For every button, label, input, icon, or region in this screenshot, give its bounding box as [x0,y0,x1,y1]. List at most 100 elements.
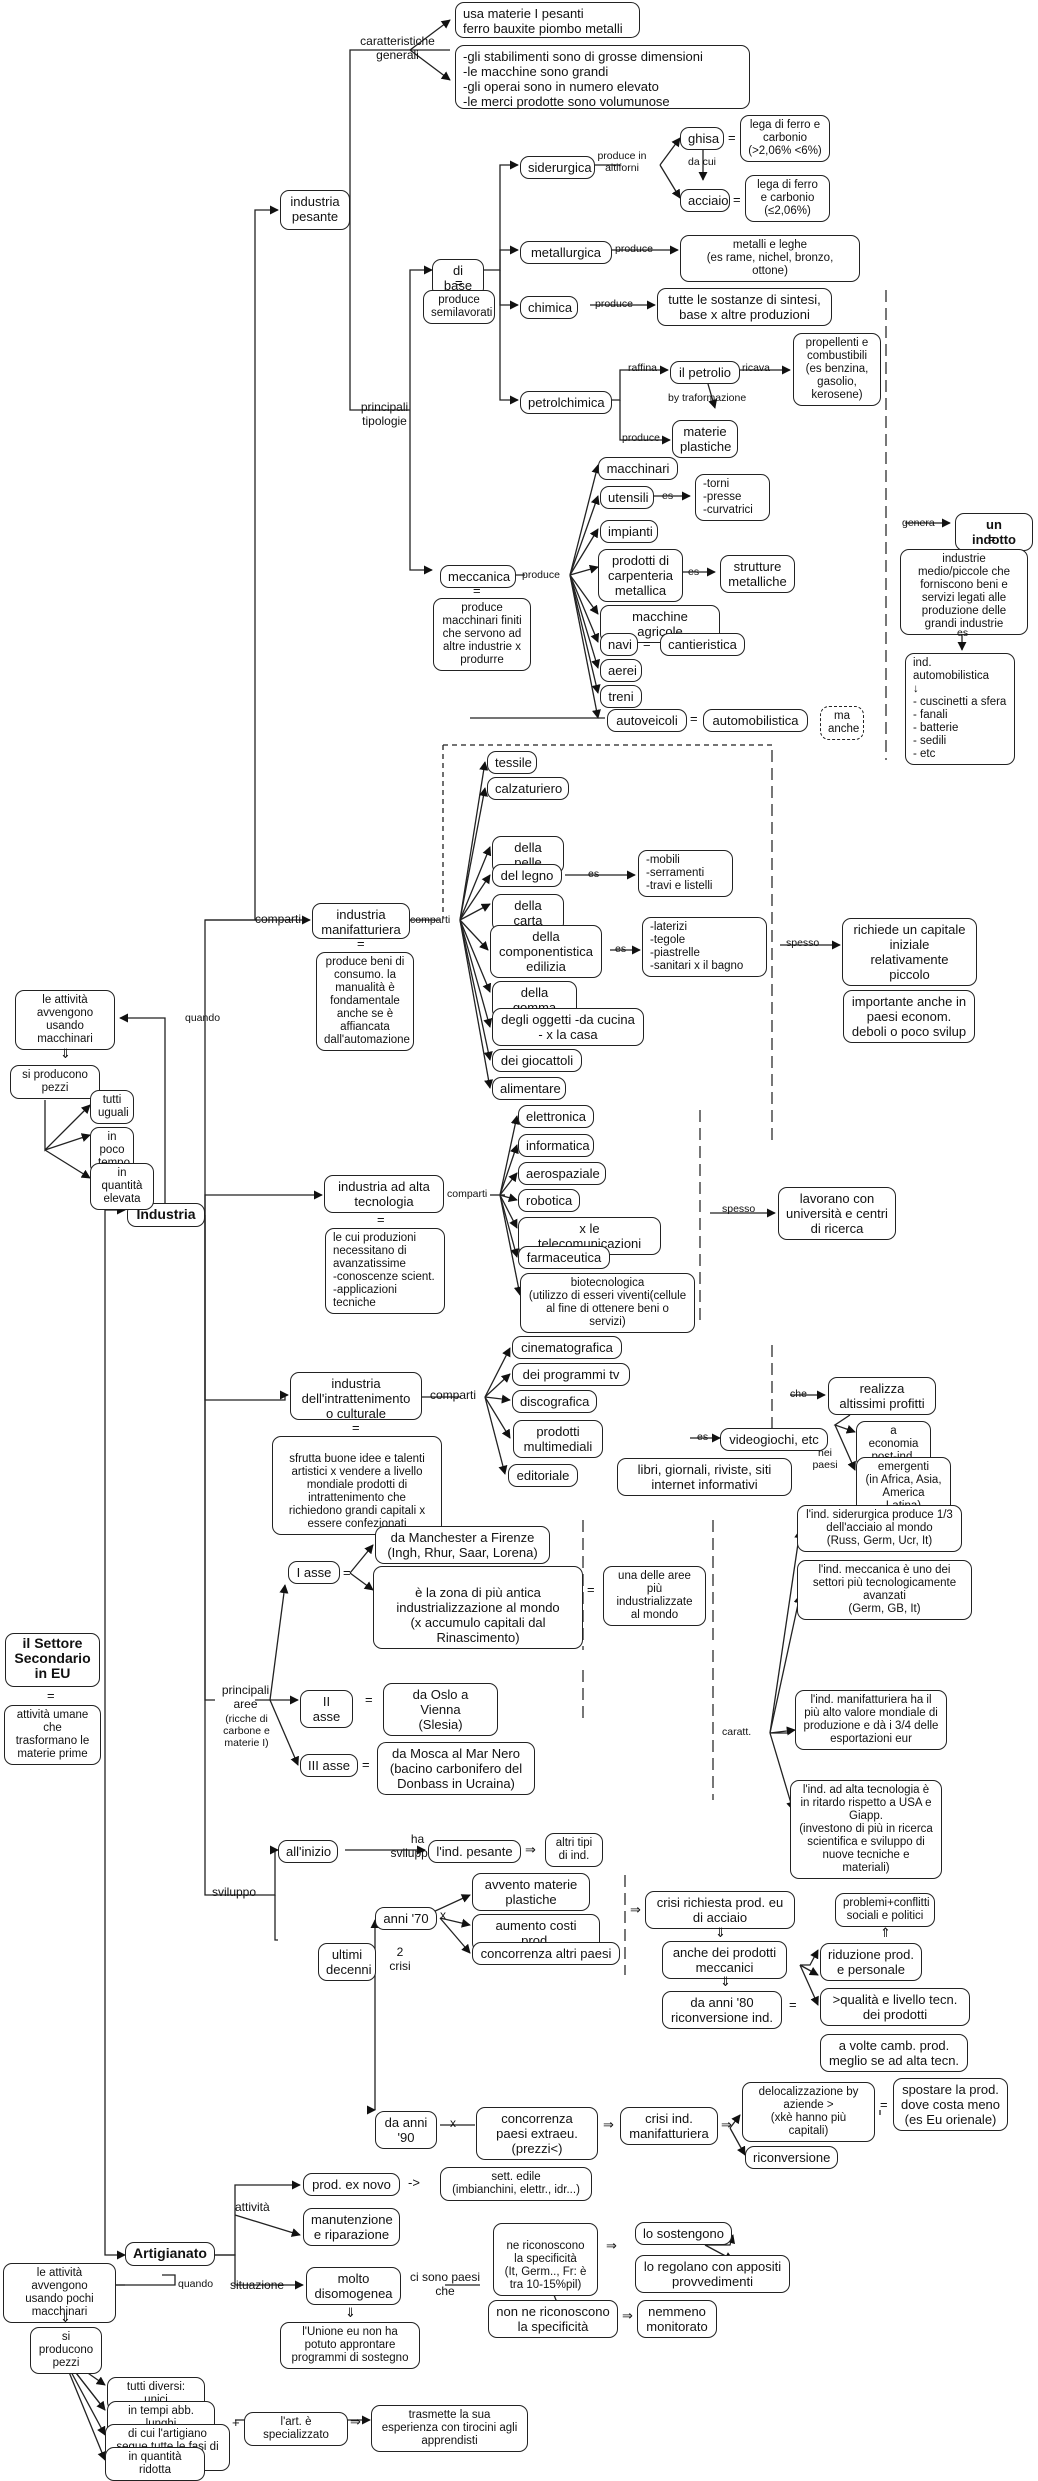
edilizia-node[interactable]: della componentistica edilizia [490,925,602,978]
quantita-ridotta-node: in quantità ridotta [105,2447,205,2481]
multimediali-node[interactable]: prodotti multimediali [513,1420,603,1458]
ind-automobilistica-node: ind. automobilistica ↓ - cuscinetti a sf… [905,653,1015,765]
informatica-node: informatica [518,1134,594,1157]
label-produce-4: produce [522,569,560,581]
lega-ghisa-node: lega di ferro e carbonio (>2,06% <6%) [740,115,830,162]
secondo-asse-node[interactable]: II asse [300,1690,353,1728]
aerei-node: aerei [600,659,642,682]
equals-sign: = [789,1997,797,2012]
oslo-node: da Oslo a Vienna (Slesia) [383,1683,498,1736]
label-es-4: es [588,868,600,880]
equals-sign: = [352,1420,360,1435]
artigianato-node[interactable]: Artigianato [125,2242,215,2266]
petrolchimica-node[interactable]: petrolchimica [520,391,612,414]
acciaio-node[interactable]: acciaio [680,189,730,212]
alta-tecnologia-node[interactable]: industria ad alta tecnologia [324,1175,444,1213]
meccanica-node[interactable]: meccanica [440,565,516,588]
biotecnologica-node: biotecnologica (utilizzo di esseri viven… [520,1273,695,1333]
robotica-node: robotica [518,1189,580,1212]
label-nei-paesi: nei paesi [812,1447,838,1471]
editoriale-node[interactable]: editoriale [508,1464,578,1487]
riduzione-node: riduzione prod. e personale [820,1943,922,1981]
equals-sign: = [733,192,741,207]
label-comparti-4: comparti [430,1388,477,1402]
lega-acciaio-node: lega di ferro e carbonio (≤2,06%) [745,175,830,222]
label-spesso-2: spesso [722,1203,756,1215]
equals-sign: = [690,711,698,726]
non-riconoscono-node: non ne riconoscono la specificità [488,2300,618,2338]
label-x-2: x [450,2116,456,2130]
carpenteria-node[interactable]: prodotti di carpenteria metallica [598,549,683,602]
anni-90-node[interactable]: da anni '90 [375,2111,437,2149]
manchester-node: da Manchester a Firenze (Ingh, Rhur, Saa… [375,1526,550,1564]
chimica-node[interactable]: chimica [520,296,578,319]
navi-node[interactable]: navi [600,633,638,656]
unione-node: l'Unione eu non ha potuto approntare pro… [280,2322,420,2369]
label-comparti: comparti [255,912,302,926]
manifatturiera-valore-node: l'ind. manifatturiera ha il più alto val… [795,1690,947,1750]
arrow-implies: ⇒ [721,2117,732,2132]
primo-asse-node[interactable]: I asse [288,1561,340,1584]
indotto-node[interactable]: un indotto [955,513,1033,551]
profitti-node: realizza altissimi profitti [828,1377,936,1415]
equals-sign: = [343,1565,351,1580]
prod-ex-novo-node[interactable]: prod. ex novo [303,2173,400,2196]
industria-pesante-node[interactable]: industria pesante [280,190,350,230]
label-produce-3: produce [622,432,660,444]
programmi-tv-node: dei programmi tv [512,1363,630,1386]
terzo-asse-node[interactable]: III asse [300,1754,358,1777]
propellenti-node: propellenti e combustibili (es benzina, … [793,333,881,406]
settore-definition: attività umane che trasformano le materi… [4,1705,101,1765]
label-aree-ricche: (ricche di carbone e materie I) [223,1713,270,1749]
disomogenea-node[interactable]: molto disomogenea [306,2267,401,2305]
label-che: che [790,1388,807,1400]
alimentare-node: alimentare [492,1077,566,1100]
meccanica-uno-node: l'ind. meccanica è uno dei settori più t… [797,1560,972,1620]
avvento-node: avvento materie plastiche [472,1873,590,1911]
arrow-implies: ⇒ [606,2238,617,2253]
siderurgica-node[interactable]: siderurgica [520,156,595,179]
impianti-node: impianti [600,520,658,543]
videogiochi-node: videogiochi, etc [720,1428,828,1451]
label-due-crisi: 2 crisi [389,1945,411,1973]
label-produce-2: produce [595,298,633,310]
equals-sign: = [988,531,996,546]
monitorato-node: nemmeno monitorato [637,2300,717,2338]
legno-node[interactable]: del legno [492,864,562,887]
siderurgica-produce-node: l'ind. siderurgica produce 1/3 dell'acci… [797,1505,962,1552]
label-caratteristiche-generali: caratteristiche generali [360,34,435,62]
sostanze-node: tutte le sostanze di sintesi, base x alt… [657,288,832,326]
label-es-6: es [697,1431,709,1443]
sostengono-node: lo sostengono [635,2222,732,2245]
anni-80-node: da anni '80 riconversione ind. [662,1991,782,2029]
all-inizio-node[interactable]: all'inizio [278,1840,338,1863]
label-x: x [440,1908,446,1922]
label-ci-sono: ci sono paesi che [409,2270,481,2298]
metallurgica-node[interactable]: metallurgica [520,241,612,264]
arrow-implies: ⇒ [525,1842,536,1857]
equals-sign: = [357,936,365,951]
ma-anche-node: ma anche [820,706,864,740]
spostare-node: spostare la prod. dove costa meno (es Eu… [893,2078,1008,2131]
autoveicoli-node[interactable]: autoveicoli [607,709,687,732]
a-volte-node: a volte camb. prod. meglio se ad alta te… [820,2034,968,2072]
artigianato-macchinari-node: le attività avvengono usando pochi macch… [3,2263,116,2323]
intrattenimento-node[interactable]: industria dell'intrattenimento o cultura… [290,1372,422,1421]
ultimi-decenni-node[interactable]: ultimi decenni [318,1943,376,1981]
crisi-acciaio-node: crisi richiesta prod. eu di acciaio [645,1891,795,1929]
plus-sign: + [232,2415,240,2430]
meccanica-definition: produce macchinari finiti che servono ad… [433,598,531,671]
alta-tecnologia-definition: le cui produzioni necessitano di avanzat… [325,1228,445,1314]
qualita-node: >qualità e livello tecn. dei prodotti [820,1988,970,2026]
equals-sign: = [365,1692,373,1707]
arrow-implies: ⇑ [880,1925,891,1940]
ghisa-node[interactable]: ghisa [680,127,724,150]
manifatturiera-node[interactable]: industria manifatturiera [312,903,410,939]
utensili-esempi-node: -torni -presse -curvatrici [695,474,770,521]
label-genera: genera [902,517,935,529]
settore-secondario-node[interactable]: il Settore Secondario in EU [5,1633,100,1687]
utensili-node[interactable]: utensili [600,486,654,509]
petrolio-node[interactable]: il petrolio [670,361,740,384]
trasmette-node: trasmette la sua esperienza con tirocini… [371,2405,528,2452]
anni-70-node[interactable]: anni '70 [375,1907,437,1930]
